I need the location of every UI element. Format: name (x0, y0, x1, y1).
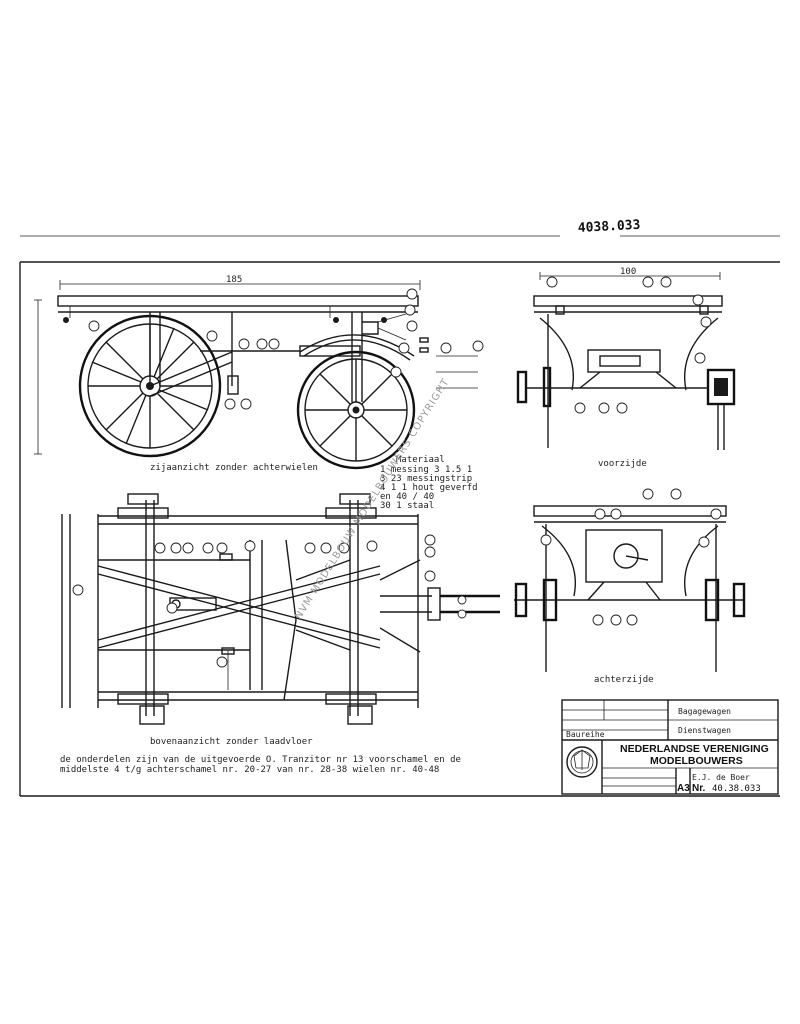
drawing-nr-value: 40.38.033 (712, 784, 761, 794)
title-block-field1: Bagagewagen (678, 707, 731, 716)
materials-line3: 4 1 1 hout geverfd (380, 483, 478, 493)
bottom-view-label: bovenaanzicht zonder laadvloer (150, 737, 313, 747)
front-view-part-callouts (546, 276, 712, 414)
bottom-view-part-callouts (72, 534, 467, 668)
sheet-border (19, 235, 780, 797)
notes-line2: middelste 4 t/g achterschamel nr. 20-27 … (60, 765, 439, 775)
notes-line1: de onderdelen zijn van de uitgevoerde O.… (60, 755, 461, 765)
drawn-by: E.J. de Boer (692, 773, 750, 782)
title-block: Bagagewagen Dienstwagen Baureihe NEDERLA… (561, 699, 779, 795)
nvm-emblem-icon (566, 746, 598, 778)
front-view-label: voorzijde (598, 459, 647, 469)
materials-line5: 30 1 staal (380, 501, 434, 511)
rear-view-part-callouts (540, 488, 722, 626)
rear-view-label: achterzijde (594, 675, 654, 685)
title-block-field3: Baureihe (566, 730, 605, 739)
sheet-size: A3 (677, 783, 690, 794)
side-view-label: zijaanzicht zonder achterwielen (150, 463, 318, 473)
dim-front-width: 100 (620, 267, 636, 277)
dim-overall-length: 185 (226, 275, 242, 285)
materials-line2: 3 23 messingstrip (380, 474, 472, 484)
rear-wheel-side (296, 334, 416, 470)
title-block-field2: Dienstwagen (678, 726, 731, 735)
organisation-line2: MODELBOUWERS (650, 755, 743, 767)
front-view: 100 voorzijde (516, 267, 736, 469)
materials-line1: 1 messing 3 1.5 1 (380, 465, 472, 475)
materials-line4: en 40 / 40 (380, 492, 434, 502)
materials-block: Materiaal 1 messing 3 1.5 1 3 23 messing… (380, 455, 478, 511)
drawing-number-handwritten: 4038.033 (577, 218, 640, 236)
side-view-part-callouts (88, 288, 484, 410)
drawing-nr-label: Nr. (692, 783, 706, 794)
organisation-line1: NEDERLANDSE VERENIGING (620, 743, 769, 755)
drawing-notes: de onderdelen zijn van de uitgevoerde O.… (60, 755, 461, 775)
rear-view: achterzijde (514, 488, 746, 685)
side-view: 185 (34, 275, 484, 473)
bottom-view: bovenaanzicht zonder laadvloer (61, 493, 500, 747)
materials-title: Materiaal (396, 455, 445, 465)
